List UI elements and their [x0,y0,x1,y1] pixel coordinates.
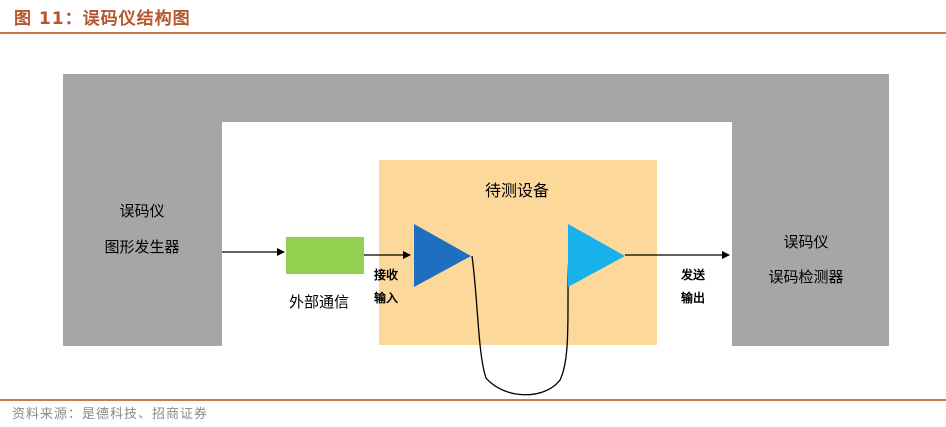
send-label-line2: 输出 [681,290,705,305]
detector-label-line1: 误码仪 [783,233,828,251]
generator-label-line1: 误码仪 [119,202,164,220]
top-divider [0,32,946,34]
generator-label-line2: 图形发生器 [104,238,179,256]
dut-title: 待测设备 [485,181,549,200]
bottom-divider [0,399,946,401]
send-label-line1: 发送 [680,267,706,282]
transmitter-amplifier-icon [568,224,625,287]
loopback-cable [471,255,570,396]
source-note: 资料来源：是德科技、招商证券 [12,407,209,422]
detector-label-line2: 误码检测器 [768,268,843,286]
external-comm-box [286,237,364,274]
figure-title: 图 11：误码仪结构图 [14,9,191,29]
receive-label-line1: 接收 [374,267,398,282]
receive-label-line2: 输入 [374,290,398,305]
external-comm-label: 外部通信 [289,293,349,311]
receiver-amplifier-icon [414,224,471,287]
